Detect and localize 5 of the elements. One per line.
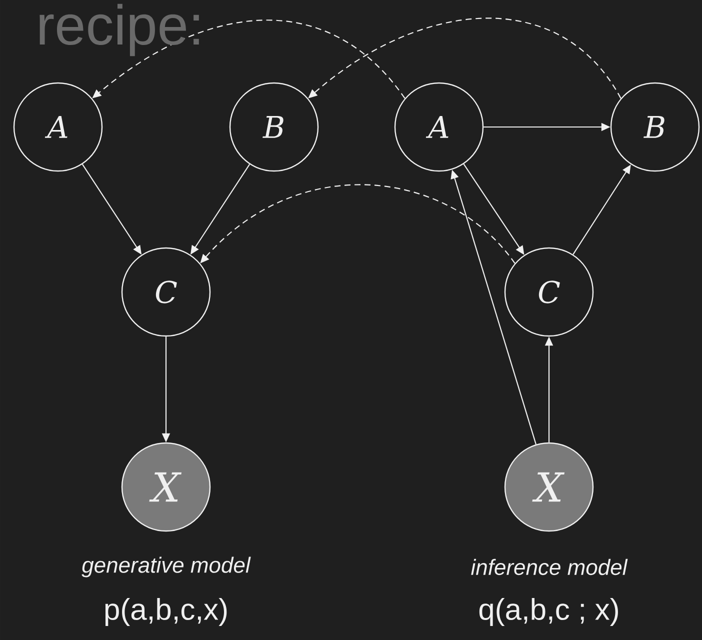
- faint-heading: recipe:: [40, 4, 199, 56]
- distribution-label: q(a,b,c ; x): [479, 598, 618, 626]
- model-caption: generative model: [82, 556, 251, 578]
- model-caption: inference model: [471, 558, 628, 576]
- distribution-label: p(a,b,c,x): [105, 598, 227, 626]
